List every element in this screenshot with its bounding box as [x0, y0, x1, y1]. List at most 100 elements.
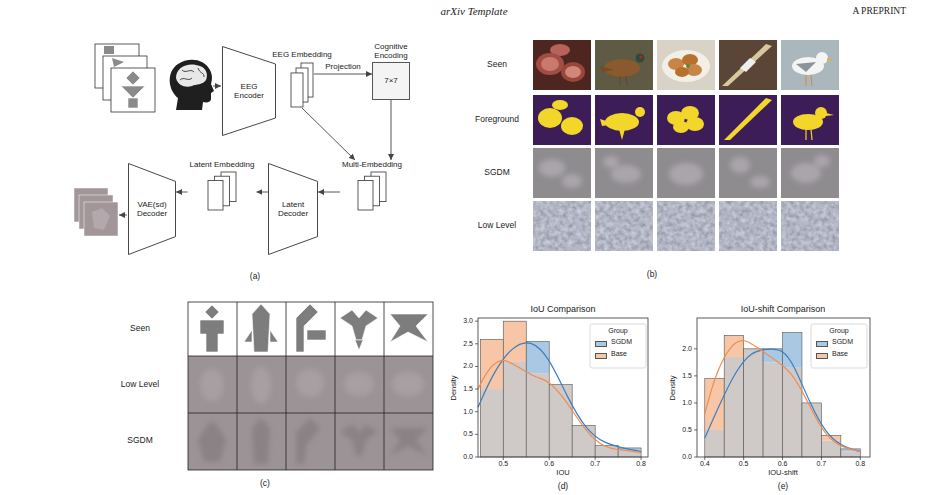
legend-title: Group [829, 327, 848, 335]
output-arrow [119, 215, 127, 216]
tick-label: 0.6 [778, 460, 788, 468]
legend-text: SGDM [611, 338, 632, 346]
bar-outline [841, 449, 860, 457]
legend-text: Base [832, 350, 848, 358]
bar-overlap [783, 368, 802, 457]
tangram-table [188, 302, 433, 470]
stack-figure [357, 171, 387, 211]
row-label: SGDM [127, 436, 153, 446]
row-label: Low Level [121, 380, 159, 390]
plot-frame [697, 318, 870, 457]
trapezoid-shape [129, 164, 176, 255]
output-image-stack [74, 188, 118, 236]
tick-mark [860, 457, 861, 460]
tick-mark [782, 457, 783, 460]
axis-label: Density [450, 375, 459, 400]
embedding-slab [291, 73, 303, 107]
axis-label: Density [669, 375, 678, 400]
stack-figure [290, 62, 314, 108]
tick-mark [641, 457, 642, 460]
embedding-slab [208, 181, 223, 211]
tick-mark [549, 457, 550, 460]
tick-mark [821, 457, 822, 460]
bar-overlap [705, 430, 724, 457]
legend-swatch [816, 353, 828, 359]
row-label: Seen [130, 324, 150, 334]
tangram-input-stack [95, 44, 155, 112]
tick-label: 0.8 [636, 460, 646, 468]
tick-label: 0.7 [590, 460, 600, 468]
panel-label: (e) [778, 482, 788, 492]
legend-text: Base [611, 350, 627, 358]
legend-box [811, 324, 867, 368]
bar-outline [744, 349, 763, 457]
row-label: Low Level [478, 221, 516, 231]
bar-outline [783, 333, 802, 457]
running-header: arXiv Template [440, 5, 507, 18]
histogram [694, 318, 870, 460]
bar-outline [480, 339, 503, 457]
tick-label: 2.5 [463, 340, 473, 348]
bar-overlap [724, 357, 743, 457]
eeg-head [170, 60, 214, 110]
bar-outline [503, 321, 526, 457]
node-label: Multi-Embedding [342, 160, 402, 169]
connector-arrow [176, 192, 188, 193]
bar [783, 333, 802, 368]
node-label: 7×7 [384, 76, 398, 85]
tick-mark [475, 434, 478, 435]
bar-outline [595, 446, 618, 457]
tick-label: 0.5 [682, 426, 692, 434]
tick-mark [503, 457, 504, 460]
legend-swatch [595, 341, 607, 347]
tick-mark [694, 429, 697, 430]
tick-mark [475, 457, 478, 458]
bar-overlap [572, 425, 595, 457]
trapezoid-shape [269, 164, 318, 255]
tick-mark [475, 366, 478, 367]
tick-label: 0.5 [463, 430, 473, 438]
tick-label: 1.0 [682, 399, 692, 407]
bar-overlap [503, 362, 526, 457]
tick-label: 0.6 [544, 460, 554, 468]
connector-arrow [302, 108, 355, 160]
legend-swatch [816, 341, 828, 347]
tick-mark [694, 348, 697, 349]
tick-label: 0.4 [700, 460, 710, 468]
tick-label: 0.8 [855, 460, 865, 468]
node-label: Latent Embedding [190, 160, 255, 169]
low-level-reconstructions [533, 201, 839, 251]
input-arrow [213, 86, 221, 87]
tick-label: 1.5 [682, 372, 692, 380]
plot-frame [478, 318, 648, 457]
panel-label: (d) [558, 482, 568, 492]
bar-overlap [763, 362, 782, 457]
running-header: A PREPRINT [852, 6, 906, 17]
tick-mark [743, 457, 744, 460]
tick-label: 0.5 [498, 460, 508, 468]
row-label: Foreground [475, 115, 519, 125]
trapezoid-shape [223, 47, 276, 136]
connector-arrow [391, 100, 392, 160]
node-label: VAE(sd) Decoder [132, 200, 172, 218]
tick-mark [694, 402, 697, 403]
legend-box [590, 324, 646, 368]
histogram [475, 318, 648, 460]
tick-label: 1.5 [463, 385, 473, 393]
bar-overlap [841, 452, 860, 457]
embedding-stack: Latent Embedding [188, 160, 257, 211]
network-block: Latent Decoder [268, 163, 318, 255]
panel-label: (a) [250, 272, 260, 282]
connector-arrow [256, 192, 268, 193]
sgdm-reconstructions [533, 148, 839, 198]
tick-label: 0.5 [739, 460, 749, 468]
tick-label: 0.0 [682, 453, 692, 461]
bar [526, 342, 549, 374]
tick-label: 2.0 [682, 345, 692, 353]
tick-label: 0.7 [817, 460, 827, 468]
node-label: Latent Decoder [272, 200, 314, 218]
tick-mark [694, 457, 697, 458]
seen-photos [533, 40, 839, 90]
tick-mark [475, 321, 478, 322]
